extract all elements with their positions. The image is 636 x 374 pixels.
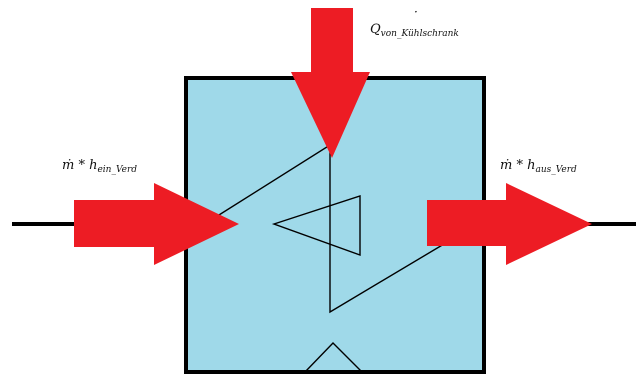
- mass-flow-out-subscript: aus_Verd: [535, 165, 577, 175]
- heat-flow-subscript: von_Kühlschrank: [380, 29, 459, 39]
- heat-flow-label: · Qvon_Kühlschrank: [370, 6, 459, 39]
- mass-flow-out-arrow: [427, 183, 592, 265]
- heat-flow-dot: ·: [414, 5, 418, 19]
- heat-in-arrow: [291, 8, 370, 158]
- heat-flow-symbol: Q: [370, 22, 381, 37]
- mass-flow-in-symbol: ṁ * h: [62, 158, 98, 173]
- mass-flow-in-label: ṁ * hein_Verd: [62, 154, 137, 175]
- mass-flow-in-arrow: [74, 183, 239, 265]
- mass-flow-out-label: ṁ * haus_Verd: [500, 154, 577, 175]
- mass-flow-in-subscript: ein_Verd: [97, 165, 138, 175]
- evaporator-coil: [210, 143, 445, 373]
- mass-flow-out-symbol: ṁ * h: [500, 158, 536, 173]
